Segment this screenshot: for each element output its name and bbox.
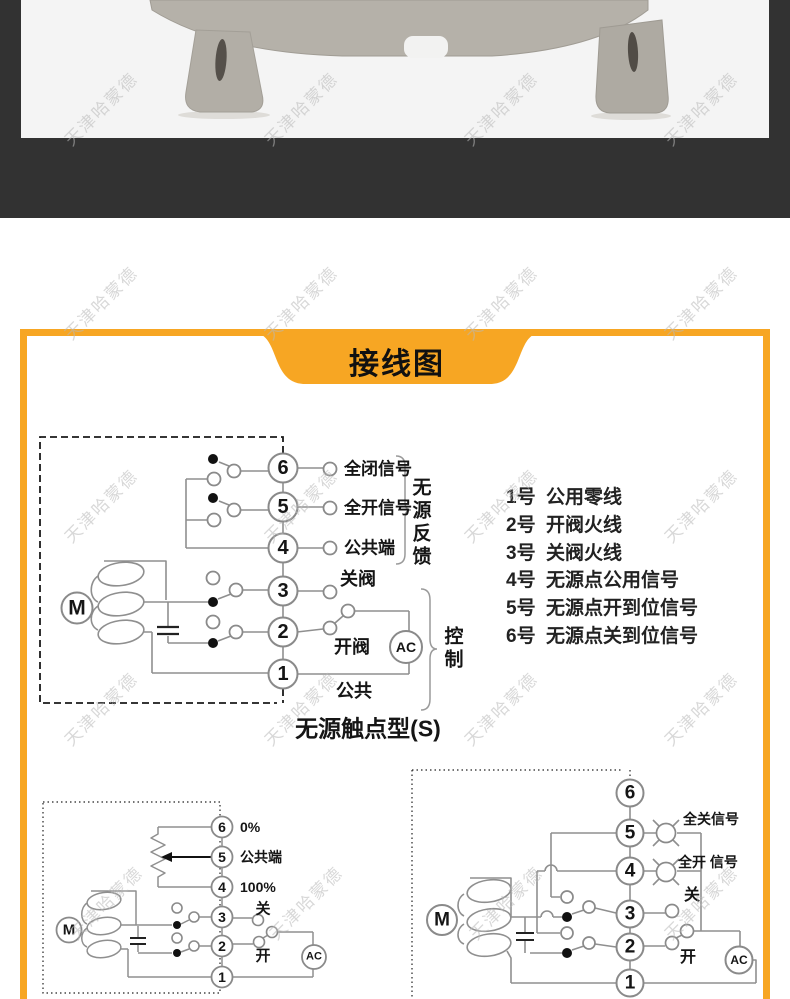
close-label: 关 xyxy=(255,900,271,918)
diagram-caption: 无源触点型(S) xyxy=(295,715,441,742)
common-label: 公共 xyxy=(336,681,372,701)
terminal-list-num: 3号 xyxy=(506,542,536,564)
motor-label: M xyxy=(62,921,76,939)
open-signal-label: 全开 信号 xyxy=(678,854,738,870)
motor-label: M xyxy=(68,596,86,620)
terminal-list-desc: 无源点关到位信号 xyxy=(546,625,699,647)
terminal-list-num: 6号 xyxy=(506,625,536,647)
terminal-list-desc: 无源点公用信号 xyxy=(546,570,680,592)
terminal-number: 4 xyxy=(277,537,289,559)
terminal-number: 5 xyxy=(277,496,289,518)
terminal-number: 1 xyxy=(277,663,289,685)
terminal-list-desc: 开阀火线 xyxy=(546,515,623,537)
pot-100-label: 100% xyxy=(240,879,276,895)
terminal-list-row: 1号公用零线 xyxy=(506,482,698,510)
page-title: 接线图 xyxy=(349,348,445,381)
control-group-label: 控制 xyxy=(441,626,463,672)
open-label: 开 xyxy=(255,947,271,965)
terminal-number: 3 xyxy=(277,580,289,602)
title-banner xyxy=(254,333,541,384)
terminal-list: 1号公用零线 2号开阀火线 3号关阀火线 4号无源点公用信号 5号无源点开到位信… xyxy=(506,482,698,648)
terminal-list-num: 1号 xyxy=(506,487,536,509)
product-photo xyxy=(21,0,769,138)
terminal-number: 5 xyxy=(624,822,636,844)
terminal-number: 2 xyxy=(277,621,289,643)
motor-label: M xyxy=(434,909,450,931)
terminal-number: 1 xyxy=(218,969,226,985)
terminal-list-row: 5号无源点开到位信号 xyxy=(506,593,698,621)
terminal-number: 6 xyxy=(277,457,289,479)
close-label: 关 xyxy=(683,887,701,904)
metal-bracket-illustration xyxy=(149,0,671,120)
terminal-list-num: 5号 xyxy=(506,598,536,620)
terminal-number: 2 xyxy=(218,938,226,954)
terminal-number: 2 xyxy=(624,936,636,958)
terminal-list-desc: 公用零线 xyxy=(546,487,623,509)
pot-0-label: 0% xyxy=(240,819,261,835)
terminal-number: 4 xyxy=(218,879,226,895)
pot-common-label: 公共端 xyxy=(240,849,282,865)
open-valve-label: 开阀 xyxy=(334,637,370,657)
terminal-number: 6 xyxy=(218,819,226,835)
wiring-panel xyxy=(20,329,770,999)
signal-label-closed: 全闭信号 xyxy=(344,459,412,479)
terminal-list-row: 3号关阀火线 xyxy=(506,537,698,565)
terminal-number: 4 xyxy=(624,860,636,882)
ac-power-label: AC xyxy=(395,639,417,655)
close-valve-label: 关阀 xyxy=(340,569,376,589)
terminal-number: 1 xyxy=(624,972,636,994)
ac-power-label: AC xyxy=(306,950,322,963)
terminal-list-row: 2号开阀火线 xyxy=(506,510,698,538)
terminal-list-desc: 无源点开到位信号 xyxy=(546,598,699,620)
terminal-number: 6 xyxy=(624,782,636,804)
terminal-number: 3 xyxy=(624,903,636,925)
ac-power-label: AC xyxy=(730,953,748,967)
terminal-list-num: 4号 xyxy=(506,570,536,592)
terminal-list-num: 2号 xyxy=(506,515,536,537)
terminal-list-row: 4号无源点公用信号 xyxy=(506,565,698,593)
terminal-list-desc: 关阀火线 xyxy=(546,542,623,564)
closed-signal-label: 全关信号 xyxy=(683,811,739,827)
open-label: 开 xyxy=(679,949,697,966)
feedback-group-label: 无源反馈 xyxy=(409,477,431,569)
terminal-number: 5 xyxy=(218,849,226,865)
terminal-list-row: 6号无源点关到位信号 xyxy=(506,620,698,648)
signal-label-open: 全开信号 xyxy=(344,498,412,518)
signal-label-common: 公共端 xyxy=(344,538,395,558)
terminal-number: 3 xyxy=(218,909,226,925)
